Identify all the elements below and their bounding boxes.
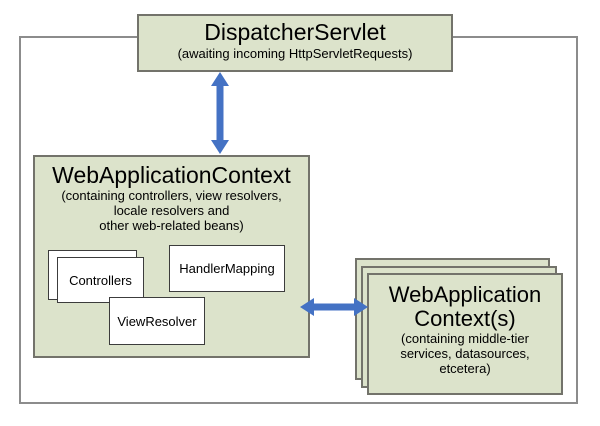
web-application-context-title: WebApplicationContext <box>52 162 291 188</box>
web-application-context-subtitle-line: (containing controllers, view resolvers, <box>61 188 282 203</box>
web-application-context-subtitle-line: other web-related beans) <box>99 218 244 233</box>
dispatcher-servlet-subtitle: (awaiting incoming HttpServletRequests) <box>177 46 413 61</box>
view-resolver-label: ViewResolver <box>117 313 197 329</box>
vertical-bidirectional-arrow-icon <box>211 72 229 154</box>
web-application-context-box: WebApplicationContext (containing contro… <box>33 155 310 358</box>
middle-tier-context-title: WebApplication Context(s) <box>369 283 561 331</box>
handler-mapping-label: HandlerMapping <box>179 261 275 276</box>
middle-tier-context-subtitle-line: (containing middle-tier <box>401 331 529 346</box>
middle-tier-context-subtitle-line: etcetera) <box>439 361 491 376</box>
middle-tier-context-title-line: WebApplication <box>388 282 542 307</box>
controllers-label: Controllers <box>69 272 132 288</box>
dispatcher-servlet-title: DispatcherServlet <box>204 19 386 45</box>
dispatcher-servlet-box: DispatcherServlet (awaiting incoming Htt… <box>137 14 453 72</box>
horizontal-bidirectional-arrow-icon <box>300 298 368 316</box>
middle-tier-context-subtitle-line: services, datasources, <box>400 346 530 361</box>
middle-tier-context-title-line: Context(s) <box>414 306 516 331</box>
controllers-box: Controllers <box>57 257 144 303</box>
view-resolver-box: ViewResolver <box>109 297 205 345</box>
handler-mapping-box: HandlerMapping <box>169 245 285 292</box>
middle-tier-context-box: WebApplication Context(s) (containing mi… <box>367 273 563 395</box>
web-application-context-subtitle-line: locale resolvers and <box>113 203 230 218</box>
